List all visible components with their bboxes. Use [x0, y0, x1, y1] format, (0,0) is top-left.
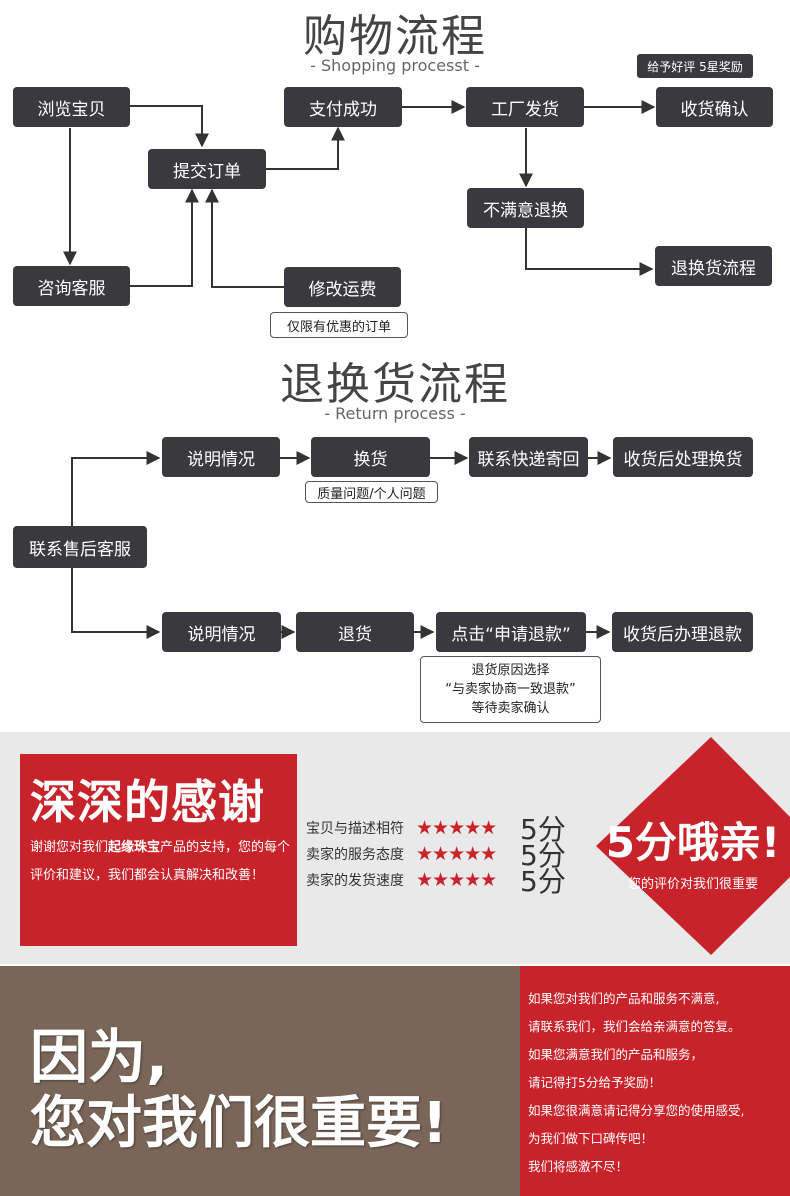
step-receive-confirm: 收货确认: [656, 87, 773, 127]
banner-line-because: 因为,: [30, 1023, 169, 1091]
banner-line-important: 您对我们很重要!: [30, 1091, 448, 1156]
rating-row: 卖家的发货速度 ★★★★★ 5分: [306, 865, 566, 898]
message-line: 如果您对我们的产品和服务不满意,: [528, 991, 720, 1006]
rating-row: 卖家的服务态度 ★★★★★ 5分: [306, 839, 566, 872]
good-review-note: 给予好评 5星奖励: [637, 54, 753, 78]
thanks-heading: 深深的感谢: [30, 775, 265, 829]
step-consult-service: 咨询客服: [13, 266, 130, 306]
thanks-red-box: 深深的感谢 谢谢您对我们起缘珠宝产品的支持，您的每个评价和建议，我们都会认真解决…: [20, 754, 297, 946]
step-process-exchange: 收货后处理换货: [613, 437, 753, 477]
step-explain-refund: 说明情况: [162, 612, 281, 652]
message-line: 请记得打5分给予奖励！: [528, 1075, 661, 1090]
step-contact-aftersales: 联系售后客服: [13, 526, 147, 568]
shopping-title: 购物流程: [303, 11, 487, 62]
rating-score: 5分: [520, 813, 566, 846]
thanks-banner: 深深的感谢 谢谢您对我们起缘珠宝产品的支持，您的每个评价和建议，我们都会认真解决…: [0, 732, 790, 964]
message-line: 如果您很满意请记得分享您的使用感受,: [528, 1103, 745, 1118]
step-return-flow: 退换货流程: [655, 246, 772, 286]
step-click-apply-refund: 点击“申请退款”: [436, 612, 586, 652]
rating-label: 宝贝与描述相符: [306, 821, 404, 837]
returns-subtitle: - Return process -: [324, 404, 466, 423]
refund-note-line-2: “与卖家协商一致退款”: [445, 682, 576, 697]
five-star-diamond: 5分哦亲! 您的评价对我们很重要: [596, 737, 790, 955]
message-line: 请联系我们，我们会给亲满意的答复。: [528, 1019, 741, 1034]
flow-connectors: [63, 100, 656, 639]
rating-row: 宝贝与描述相符 ★★★★★ 5分: [306, 813, 566, 846]
rating-label: 卖家的服务态度: [306, 847, 404, 863]
star-icon: ★★★★★: [416, 869, 497, 891]
step-browse: 浏览宝贝: [13, 87, 130, 127]
step-explain-exchange: 说明情况: [162, 437, 280, 477]
shopping-subtitle: - Shopping processt -: [310, 56, 480, 75]
rating-score: 5分: [520, 839, 566, 872]
step-contact-express: 联系快递寄回: [469, 437, 588, 477]
diamond-shape: [596, 737, 790, 955]
discount-note: 仅限有优惠的订单: [270, 312, 408, 338]
step-modify-shipping: 修改运费: [284, 267, 401, 307]
step-pay-success: 支付成功: [284, 87, 402, 127]
refund-note-line-1: 退货原因选择: [471, 663, 550, 678]
star-icon: ★★★★★: [416, 843, 497, 865]
message-panel: 如果您对我们的产品和服务不满意, 请联系我们，我们会给亲满意的答复。 如果您满意…: [520, 966, 790, 1196]
message-line: 我们将感激不尽！: [528, 1159, 629, 1174]
quality-note: 质量问题/个人问题: [305, 481, 438, 503]
important-banner: 因为, 您对我们很重要! 如果您对我们的产品和服务不满意, 请联系我们，我们会给…: [0, 966, 790, 1196]
star-icon: ★★★★★: [416, 817, 497, 839]
diamond-subtitle: 您的评价对我们很重要: [627, 877, 758, 892]
step-exchange: 换货: [311, 437, 430, 477]
returns-title: 退换货流程: [280, 359, 510, 410]
step-unsatisfied-return: 不满意退换: [467, 188, 584, 228]
message-line: 为我们做下口碑传吧！: [528, 1131, 654, 1146]
step-factory-ship: 工厂发货: [466, 87, 584, 127]
step-submit-order: 提交订单: [148, 149, 266, 189]
thanks-text-prefix: 谢谢您对我们: [30, 840, 109, 855]
refund-note-line-3: 等待卖家确认: [471, 701, 550, 716]
thanks-text-suffix: 产品的支持，您的每个评价和建议，我们都会认真解决和改善！: [30, 840, 291, 883]
thanks-text: 谢谢您对我们起缘珠宝产品的支持，您的每个评价和建议，我们都会认真解决和改善！: [30, 834, 292, 890]
message-line: 如果您满意我们的产品和服务，: [528, 1047, 704, 1062]
step-process-refund: 收货后办理退款: [612, 612, 753, 652]
brand-name: 起缘珠宝: [108, 840, 161, 855]
diamond-title: 5分哦亲!: [605, 818, 781, 867]
refund-note: 退货原因选择 “与卖家协商一致退款” 等待卖家确认: [420, 656, 601, 723]
rating-label: 卖家的发货速度: [306, 873, 404, 889]
rating-score: 5分: [520, 865, 566, 898]
step-refund: 退货: [296, 612, 414, 652]
